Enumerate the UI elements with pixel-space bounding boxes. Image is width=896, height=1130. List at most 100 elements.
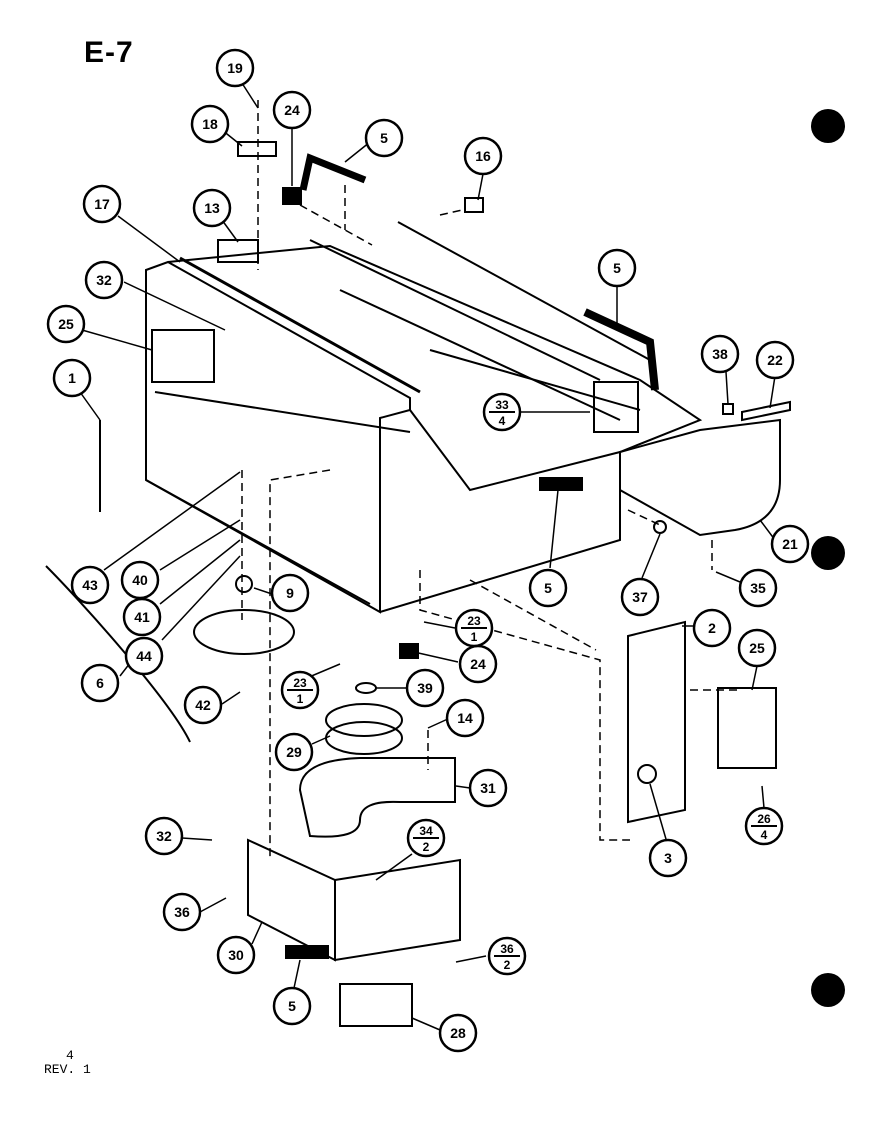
binder-holes	[811, 109, 845, 1007]
callout-circle	[122, 597, 162, 637]
leader-40	[159, 519, 241, 571]
part-28-motor	[339, 983, 413, 1027]
callout-label: 24	[284, 102, 300, 118]
part-24-block	[282, 187, 302, 205]
cabinet-body	[145, 221, 781, 614]
callout-circle	[270, 573, 310, 613]
callout-circle	[272, 986, 312, 1026]
callout-35: 35	[738, 568, 778, 608]
part-5-right-hinge	[583, 308, 659, 391]
callout-label: 30	[228, 947, 244, 963]
callout-circle	[597, 248, 637, 288]
leader-36	[199, 897, 227, 913]
leader-44	[161, 555, 241, 641]
callout-circle	[738, 568, 778, 608]
callout-label: 2	[708, 620, 716, 636]
fraction-callout-23-1: 231	[454, 608, 494, 648]
callout-circle	[46, 304, 86, 344]
callout-24: 24	[272, 90, 312, 130]
leader-34	[375, 853, 413, 881]
callout-circle	[82, 184, 122, 224]
callout-label: 18	[202, 116, 218, 132]
part-25-switch-right	[717, 687, 777, 769]
callout-5: 5	[528, 568, 568, 608]
callout-circle	[445, 698, 485, 738]
leader-37	[641, 533, 661, 579]
front-panel	[379, 452, 621, 613]
leader-5c	[549, 489, 559, 569]
callout-16: 16	[463, 136, 503, 176]
leader-41	[159, 539, 241, 605]
part-9-hub	[235, 575, 253, 593]
callout-5: 5	[272, 986, 312, 1026]
callout-label: 25	[749, 640, 765, 656]
leader-25b	[751, 665, 758, 691]
assembly-line-24	[299, 204, 373, 246]
callout-3: 3	[648, 838, 688, 878]
fraction-callout-23-1: 231	[280, 670, 320, 710]
callout-32: 32	[84, 260, 124, 300]
part-5-front-handle	[539, 477, 583, 491]
callout-17: 17	[82, 184, 122, 224]
fraction-top: 23	[293, 676, 307, 690]
callout-label: 36	[174, 904, 190, 920]
fraction-top: 26	[757, 812, 771, 826]
callout-39: 39	[405, 668, 445, 708]
leader-17	[117, 215, 181, 263]
callout-label: 21	[782, 536, 798, 552]
callout-circle	[468, 768, 508, 808]
callout-label: 24	[470, 656, 486, 672]
callout-25: 25	[737, 628, 777, 668]
callout-5: 5	[364, 118, 404, 158]
leader-5a	[344, 141, 371, 163]
callout-circle	[700, 334, 740, 374]
top-rail-3	[397, 221, 651, 361]
leader-30	[251, 921, 263, 945]
callout-circle	[463, 136, 503, 176]
callout-19: 19	[215, 48, 255, 88]
leader-lines	[79, 79, 776, 1031]
part-13-bracket	[217, 239, 259, 263]
assembly-line-bracket-2	[469, 579, 597, 651]
part-25-switch-left	[151, 329, 215, 383]
callout-label: 6	[96, 675, 104, 691]
leader-24b	[413, 651, 459, 663]
small-parts	[45, 141, 791, 1027]
part-31-blower-housing	[298, 757, 456, 838]
callout-label: 44	[136, 648, 152, 664]
top-panel	[167, 244, 703, 492]
callout-label: 40	[132, 572, 148, 588]
callout-circle	[364, 118, 404, 158]
hinge-block	[593, 381, 639, 433]
cabinet-back-edge	[154, 391, 411, 433]
leader-13	[221, 219, 239, 243]
top-rail-5	[429, 349, 641, 411]
callout-label: 1	[68, 370, 76, 386]
fraction-top: 34	[419, 824, 433, 838]
leader-1	[79, 391, 101, 421]
callout-44: 44	[124, 636, 164, 676]
callout-36: 36	[162, 892, 202, 932]
callout-label: 39	[417, 680, 433, 696]
callout-circle	[192, 188, 232, 228]
fraction-bottom: 4	[761, 828, 768, 842]
callout-22: 22	[755, 340, 795, 380]
callout-41: 41	[122, 597, 162, 637]
callout-label: 3	[664, 850, 672, 866]
callout-5: 5	[597, 248, 637, 288]
callout-circle	[52, 358, 92, 398]
callout-label: 32	[96, 272, 112, 288]
callout-label: 31	[480, 780, 496, 796]
leader-32b	[181, 837, 213, 841]
fraction-top: 23	[467, 614, 481, 628]
part-29-blower-wheel	[325, 703, 403, 737]
part-37	[653, 520, 667, 534]
callout-circle	[144, 816, 184, 856]
callout-13: 13	[192, 188, 232, 228]
leader-22	[769, 375, 776, 409]
callout-circle	[124, 636, 164, 676]
fraction-callout-26-4: 264	[744, 806, 784, 846]
